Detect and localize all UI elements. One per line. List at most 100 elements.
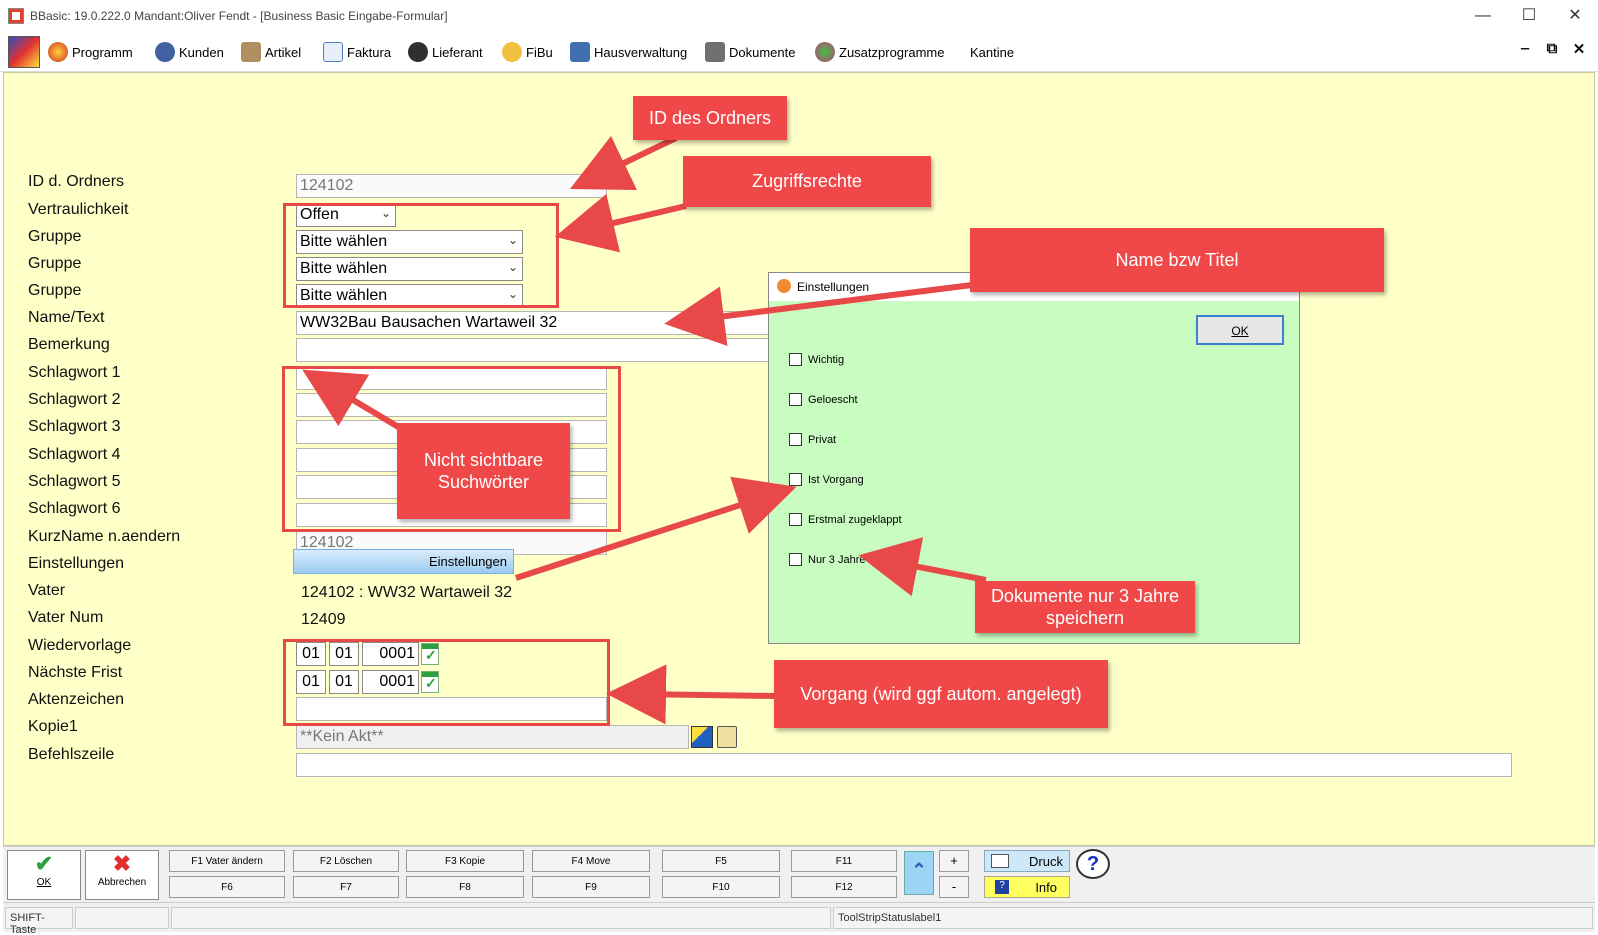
gruppe-1-select[interactable]: Bitte wählen ⌄: [296, 230, 523, 254]
info-button[interactable]: ? Info: [984, 876, 1070, 898]
mdi-restore-button[interactable]: ⧉: [1546, 40, 1558, 57]
aktenzeichen-field[interactable]: [296, 697, 607, 721]
f9-button[interactable]: F9: [532, 876, 650, 898]
dialog-ok-button[interactable]: OK: [1196, 315, 1284, 345]
programm-icon: [48, 42, 68, 62]
f5-button[interactable]: F5: [662, 850, 780, 872]
info-label: Info: [1035, 880, 1057, 895]
menu-kantine[interactable]: Kantine: [970, 40, 1014, 64]
checkbox-label: Ist Vorgang: [808, 473, 864, 486]
frist-day[interactable]: 01: [296, 670, 326, 694]
label-einstellungen: Einstellungen: [28, 555, 125, 572]
label-gruppe-3: Gruppe: [28, 282, 82, 299]
dialog-icon: [777, 279, 791, 293]
menu-kunden[interactable]: Kunden: [155, 40, 224, 64]
name-field[interactable]: WW32Bau Bausachen Wartaweil 32: [296, 311, 774, 335]
befehlszeile-field[interactable]: [296, 753, 1512, 777]
status-bar: SHIFT-Taste ToolStripStatuslabel1: [3, 902, 1595, 935]
menu-bar: Programm Kunden Artikel Faktura Lieferan…: [0, 32, 1598, 72]
annotation-frame-vorgang: [283, 639, 610, 726]
kopie1-field[interactable]: **Kein Akt**: [296, 725, 689, 749]
menu-artikel[interactable]: Artikel: [241, 40, 301, 64]
menu-zusatzprogramme[interactable]: Zusatzprogramme: [815, 40, 944, 64]
f2-button[interactable]: F2 Löschen: [293, 850, 399, 872]
menu-lieferant[interactable]: Lieferant: [408, 40, 483, 64]
menu-dokumente[interactable]: Dokumente: [705, 40, 795, 64]
label-vater-num: Vater Num: [28, 609, 104, 626]
checkbox-wichtig[interactable]: Wichtig: [789, 353, 844, 366]
ok-button[interactable]: ✔ OK: [7, 850, 81, 900]
f12-button[interactable]: F12: [791, 876, 897, 898]
checkbox[interactable]: [789, 513, 802, 526]
f1-button[interactable]: F1 Vater ändern: [169, 850, 285, 872]
f4-button[interactable]: F4 Move: [532, 850, 650, 872]
callout-rights: Zugriffsrechte: [683, 156, 931, 207]
checkbox-privat[interactable]: Privat: [789, 433, 836, 446]
frist-year[interactable]: 0001: [362, 670, 419, 694]
gruppe-3-value: Bitte wählen: [300, 287, 388, 304]
checkbox[interactable]: [789, 473, 802, 486]
checkbox[interactable]: [789, 393, 802, 406]
checkbox-ist-vorgang[interactable]: Ist Vorgang: [789, 473, 864, 486]
menu-label: FiBu: [526, 44, 553, 60]
annotation-frame-rights: [283, 203, 559, 308]
label-gruppe-2: Gruppe: [28, 255, 82, 272]
plus-button[interactable]: +: [939, 850, 969, 872]
scroll-up-icon[interactable]: ⌃: [904, 851, 934, 895]
checkbox-label: Wichtig: [808, 353, 845, 366]
checkbox[interactable]: [789, 553, 802, 566]
f10-button[interactable]: F10: [662, 876, 780, 898]
checkbox-nur-3-jahre[interactable]: Nur 3 Jahre: [789, 553, 865, 566]
wiedervorlage-day[interactable]: 01: [296, 642, 326, 666]
f7-button[interactable]: F7: [293, 876, 399, 898]
kopie-select-icon[interactable]: [691, 726, 713, 748]
minimize-button[interactable]: —: [1475, 7, 1491, 24]
status-empty: [75, 907, 169, 929]
druck-button[interactable]: Druck: [984, 850, 1070, 872]
label-id: ID d. Ordners: [28, 173, 125, 190]
gruppe-1-value: Bitte wählen: [300, 233, 388, 250]
maximize-button[interactable]: ☐: [1521, 7, 1537, 24]
f8-button[interactable]: F8: [406, 876, 524, 898]
vertraulichkeit-select[interactable]: Offen ⌄: [296, 203, 396, 227]
mdi-close-button[interactable]: ✕: [1572, 41, 1586, 58]
bbasic-logo-icon[interactable]: [8, 36, 40, 68]
checkbox-geloescht[interactable]: Geloescht: [789, 393, 858, 406]
menu-programm[interactable]: Programm: [48, 40, 133, 64]
status-empty-2: [171, 907, 831, 929]
calendar-icon[interactable]: [421, 643, 439, 665]
minus-button[interactable]: -: [939, 876, 969, 898]
callout-line: Suchwörter: [437, 472, 530, 492]
articles-icon: [241, 42, 261, 62]
menu-faktura[interactable]: Faktura: [323, 40, 391, 64]
wiedervorlage-year[interactable]: 0001: [362, 642, 419, 666]
gruppe-2-select[interactable]: Bitte wählen ⌄: [296, 257, 523, 281]
addons-icon: [815, 42, 835, 62]
checkbox[interactable]: [789, 353, 802, 366]
calendar-icon[interactable]: [421, 671, 439, 693]
wiedervorlage-month[interactable]: 01: [329, 642, 359, 666]
label-schlagwort-6: Schlagwort 6: [28, 500, 121, 517]
f11-button[interactable]: F11: [791, 850, 897, 872]
menu-label: Kantine: [970, 44, 1015, 60]
einstellungen-button[interactable]: Einstellungen: [293, 549, 514, 574]
close-button[interactable]: ✕: [1568, 7, 1582, 24]
menu-label: Programm: [72, 44, 133, 60]
f3-button[interactable]: F3 Kopie: [406, 850, 524, 872]
help-icon[interactable]: ?: [1076, 849, 1110, 879]
customers-icon: [155, 42, 175, 62]
menu-hausverwaltung[interactable]: Hausverwaltung: [570, 40, 687, 64]
abbrechen-button[interactable]: ✖ Abbrechen: [85, 850, 159, 900]
lock-icon[interactable]: [717, 726, 737, 748]
chevron-down-icon: ⌄: [507, 260, 518, 274]
frist-month[interactable]: 01: [329, 670, 359, 694]
f6-button[interactable]: F6: [169, 876, 285, 898]
window-titlebar: BBasic: 19.0.222.0 Mandant:Oliver Fendt …: [0, 0, 1598, 32]
mdi-minimize-button[interactable]: ‒: [1520, 40, 1530, 57]
bemerkung-field[interactable]: [296, 338, 774, 362]
gruppe-3-select[interactable]: Bitte wählen ⌄: [296, 284, 523, 308]
checkbox[interactable]: [789, 433, 802, 446]
menu-fibu[interactable]: FiBu: [502, 40, 553, 64]
checkbox-erstmal-zugeklappt[interactable]: Erstmal zugeklappt: [789, 513, 902, 526]
id-field[interactable]: 124102: [296, 174, 607, 198]
